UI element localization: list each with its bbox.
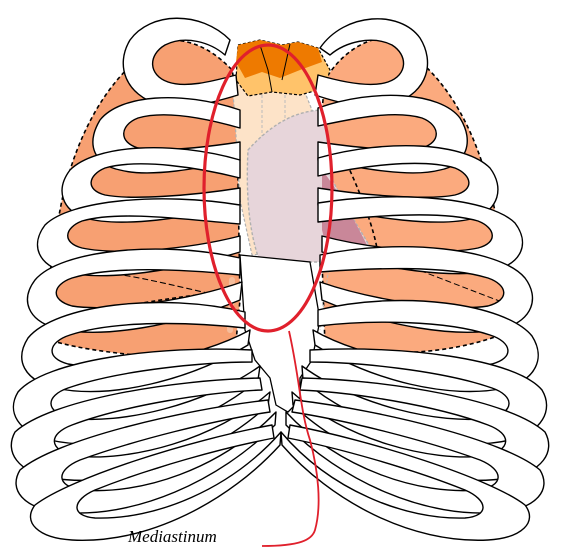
- mediastinum-label: Mediastinum: [128, 527, 217, 547]
